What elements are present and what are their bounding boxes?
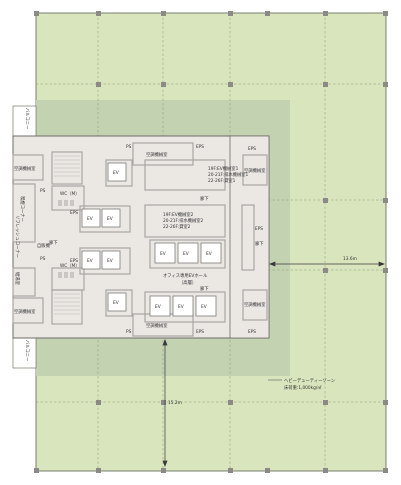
ev-label: EV: [178, 304, 184, 310]
wc-upper-label: WC（M）: [60, 191, 80, 197]
ev-label: EV: [183, 251, 189, 257]
elevator-cars: [81, 162, 222, 317]
ev-label: EV: [107, 216, 113, 222]
structural-columns: [34, 11, 388, 473]
wc-lower-label: WC（M）: [60, 263, 80, 269]
ev-label: EV: [113, 170, 119, 176]
ev-label: EV: [113, 300, 119, 306]
ev-group2-note-3: 22-26F:貸室2: [163, 223, 191, 230]
ev-car: [172, 295, 194, 317]
ev-car: [81, 250, 101, 270]
eps-label: EPS: [255, 226, 263, 232]
core-area: [12, 135, 270, 339]
ps-label: PS: [40, 188, 46, 194]
ev-car: [195, 295, 217, 317]
ev-label: EV: [201, 304, 207, 310]
ev-car: [101, 208, 121, 228]
ev-hall-label: オフィス専用EVホール: [163, 272, 208, 279]
balcony-label-lower: バルコニー: [24, 340, 30, 361]
ev-car: [200, 242, 222, 264]
ev-group2-note-2: 20-21F:排水機械室2: [163, 217, 204, 224]
ev-label: EV: [87, 258, 93, 264]
dimension-lines: [162, 261, 385, 467]
ps-label: PS: [126, 144, 132, 150]
heavy-duty-title: ヘビーデューティーゾーン: [284, 377, 335, 384]
ev-label: EV: [160, 251, 166, 257]
aircon-room-top: 空調機械室: [146, 151, 168, 158]
ev-label: EV: [87, 216, 93, 222]
aircon-room-bottom: 空調機械室: [146, 322, 168, 329]
eps-label: EPS: [196, 329, 204, 335]
eps-label: EPS: [70, 210, 78, 216]
eps-label: EPS: [248, 329, 256, 335]
dimension-horizontal: 13.6m: [343, 256, 357, 262]
corridor-label-top: 廊下: [200, 195, 209, 202]
ev-car: [107, 162, 127, 182]
ev-car: [177, 242, 199, 264]
ev-group1-note-3: 22-26F:貸室1: [208, 177, 236, 184]
smoking-corner-label: 喫煙コーナー: [19, 196, 26, 222]
ev-label: EV: [206, 251, 212, 257]
supply-room-label: 給湯室: [14, 272, 21, 286]
corridor-label-bottom: 廊下: [200, 285, 209, 292]
aircon-room-west-lower: 空調機械室: [14, 308, 36, 315]
eps-label: EPS: [248, 146, 256, 152]
ev-car: [154, 242, 176, 264]
ev-group1-note-1: 19F:EV機械室1: [208, 165, 239, 172]
eps-label: EPS: [196, 144, 204, 150]
ev-label: EV: [107, 258, 113, 264]
corridor-label-east: 廊下: [255, 240, 264, 247]
core-east-bay: [229, 135, 270, 339]
aircon-room-east-lower: 空調機械室: [244, 301, 266, 308]
eps-label: EPS: [70, 258, 78, 264]
ps-label: PS: [40, 256, 46, 262]
ev-label: EV: [155, 304, 161, 310]
refresh-corner-label: リフレッシュコーナー: [14, 215, 20, 258]
dimension-vertical: 15.2m: [168, 400, 182, 406]
ev-car: [107, 292, 127, 312]
core-walls: [12, 142, 268, 337]
ev-car: [101, 250, 121, 270]
aircon-room-west-upper: 空調機械室: [14, 165, 36, 172]
ps-label: PS: [126, 329, 132, 335]
balcony-label-upper: バルコニー: [24, 108, 30, 129]
wc-fixtures: [58, 200, 74, 278]
ev-group2-note-1: 19F:EV機械室2: [163, 211, 194, 218]
vending-label: 自販機: [37, 242, 51, 249]
ev-car: [81, 208, 101, 228]
aircon-room-east-upper: 空調機械室: [244, 167, 266, 174]
heavy-duty-load: 床荷重:1,000kg/㎡: [284, 384, 322, 391]
ev-hall-sublabel: （高層）: [179, 279, 196, 286]
ev-group1-note-2: 20-21F:排水機械室1: [208, 171, 249, 178]
ev-car: [149, 295, 171, 317]
corridor-label-west: 廊下: [49, 239, 58, 246]
stair-hatch: [54, 155, 80, 315]
